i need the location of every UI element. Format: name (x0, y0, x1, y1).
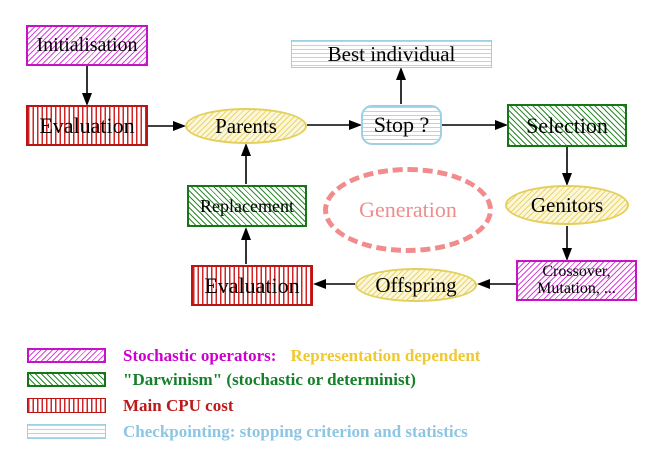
legend-row-cpu-cost: Main CPU cost (27, 395, 234, 415)
node-initialisation-label: Initialisation (36, 34, 138, 56)
legend-row-checkpointing: Checkpointing: stopping criterion and st… (27, 421, 468, 441)
legend-swatch-red-stripes-icon (27, 398, 106, 413)
node-offspring-label: Offspring (375, 272, 457, 297)
legend-swatch-cyan-stripes-icon (27, 424, 106, 439)
node-selection-label: Selection (526, 112, 608, 138)
node-crossover-mutation: Crossover, Mutation, ... (516, 260, 637, 301)
legend-label-darwinism: "Darwinism" (stochastic or determinist) (123, 369, 416, 389)
legend-row-stochastic: Stochastic operators: Representation dep… (27, 345, 481, 365)
node-replacement-label: Replacement (200, 195, 294, 216)
node-evaluation-bottom: Evaluation (191, 265, 313, 306)
node-parents: Parents (185, 108, 307, 144)
node-genitors: Genitors (505, 185, 629, 225)
node-parents-label: Parents (215, 113, 277, 138)
generation-cycle-ellipse: Generation (323, 167, 493, 253)
node-crossover-line2: Mutation, ... (537, 279, 616, 297)
node-evaluation-top-label: Evaluation (39, 112, 135, 138)
legend-label-checkpointing: Checkpointing: stopping criterion and st… (123, 421, 468, 441)
legend-swatch-green-hatch-icon (27, 372, 106, 387)
node-best-individual: Best individual (291, 40, 492, 68)
node-best-individual-label: Best individual (327, 41, 456, 66)
node-evaluation-bottom-label: Evaluation (204, 272, 300, 298)
node-replacement: Replacement (187, 185, 307, 227)
legend-swatch-magenta-hatch-icon (27, 348, 106, 363)
node-genitors-label: Genitors (530, 192, 604, 217)
node-stop-label: Stop ? (373, 112, 430, 138)
legend-label-representation-dependent: Representation dependent (290, 345, 481, 365)
legend-label-main-cpu-cost: Main CPU cost (123, 395, 234, 415)
node-evaluation-top: Evaluation (26, 105, 148, 146)
legend-row-darwinism: "Darwinism" (stochastic or determinist) (27, 369, 416, 389)
legend-label-stochastic-operators: Stochastic operators: (123, 345, 277, 365)
node-initialisation: Initialisation (26, 25, 148, 66)
node-selection: Selection (507, 104, 627, 147)
node-offspring: Offspring (355, 268, 477, 302)
node-stop: Stop ? (361, 105, 442, 145)
generation-label: Generation (359, 197, 457, 222)
node-crossover-line1: Crossover, (542, 262, 611, 280)
